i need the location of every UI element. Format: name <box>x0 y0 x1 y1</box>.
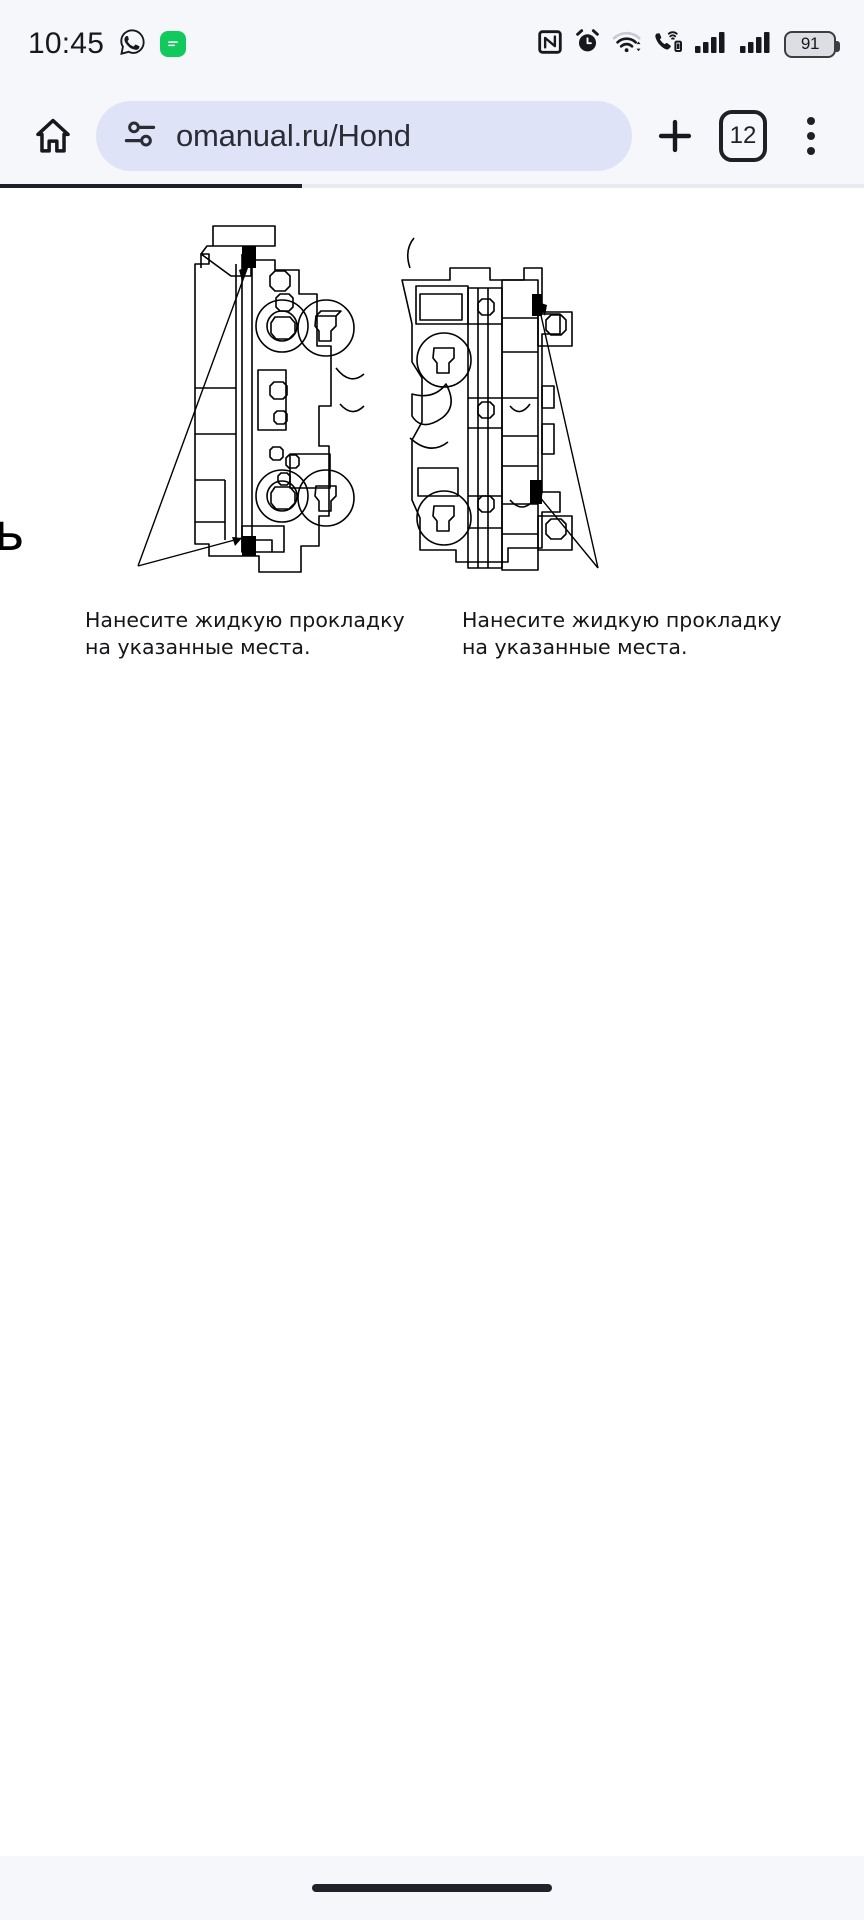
home-gesture-pill[interactable] <box>312 1884 552 1892</box>
status-bar-left: 10:45 <box>28 27 187 61</box>
signal-sim1-icon <box>694 29 728 60</box>
system-navigation-bar <box>0 1856 864 1920</box>
page-load-progress-fill <box>0 184 303 188</box>
home-icon <box>36 118 70 153</box>
page-load-progress <box>0 184 864 188</box>
page-info-tune-icon[interactable] <box>122 116 158 157</box>
wifi-icon <box>612 29 642 60</box>
overflow-menu-button[interactable] <box>780 105 842 167</box>
new-tab-button[interactable] <box>644 105 706 167</box>
alarm-clock-icon <box>574 28 601 60</box>
web-page-content[interactable]: ь <box>0 188 864 1856</box>
home-button[interactable] <box>22 105 84 167</box>
leader-arrow-bottom <box>232 537 242 546</box>
url-text[interactable]: omanual.ru/Hond <box>176 118 411 153</box>
battery-percent-label: 91 <box>800 34 820 53</box>
leader-arrow-top <box>239 266 248 281</box>
figure-caption-right: Нанесите жидкую прокладку на указанные м… <box>462 608 782 660</box>
cut-off-text: ь <box>0 503 25 563</box>
status-bar-right: 91 <box>537 28 840 60</box>
plus-icon <box>658 119 692 153</box>
cylinder-block-front-view <box>130 218 390 593</box>
signal-sim2-icon <box>739 29 773 60</box>
message-app-icon <box>160 31 187 57</box>
tab-switcher-button[interactable]: 12 <box>712 105 774 167</box>
kebab-menu-icon[interactable] <box>807 117 815 155</box>
battery-icon: 91 <box>784 30 840 58</box>
status-bar: 10:45 <box>0 0 864 88</box>
figure-caption-left: Нанесите жидкую прокладку на указанные м… <box>85 608 405 660</box>
url-bar[interactable]: omanual.ru/Hond <box>96 101 632 171</box>
cylinder-block-side-view <box>392 228 612 593</box>
status-clock: 10:45 <box>28 27 105 60</box>
tab-count-badge[interactable]: 12 <box>719 110 767 162</box>
browser-toolbar: omanual.ru/Hond 12 <box>0 88 864 184</box>
nfc-icon <box>537 29 563 60</box>
sealant-mark-bottom <box>242 536 256 556</box>
sealant-mark-top <box>242 246 256 268</box>
vowifi-call-icon <box>653 29 683 60</box>
leader-arrow-lower <box>534 490 543 501</box>
leader-arrow-upper <box>538 302 547 316</box>
whatsapp-icon <box>118 28 146 61</box>
tab-count-label: 12 <box>729 122 757 149</box>
